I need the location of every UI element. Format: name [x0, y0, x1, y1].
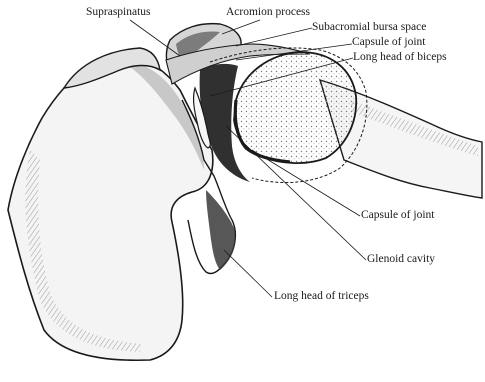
label-long-head-of-triceps: Long head of triceps	[274, 291, 369, 303]
infraglenoid-dark-shading	[206, 190, 235, 270]
label-supraspinatus: Supraspinatus	[86, 7, 151, 19]
label-subacromial-bursa-space: Subacromial bursa space	[312, 22, 426, 34]
label-capsule-of-joint-upper: Capsule of joint	[352, 37, 425, 49]
humeral-head	[234, 52, 356, 163]
label-acromion-process: Acromion process	[226, 7, 310, 19]
label-long-head-of-biceps: Long head of biceps	[353, 52, 447, 64]
label-glenoid-cavity: Glenoid cavity	[367, 254, 435, 266]
label-capsule-of-joint-lower: Capsule of joint	[361, 210, 434, 222]
leader-bursa	[236, 28, 312, 46]
leader-triceps	[224, 250, 272, 297]
